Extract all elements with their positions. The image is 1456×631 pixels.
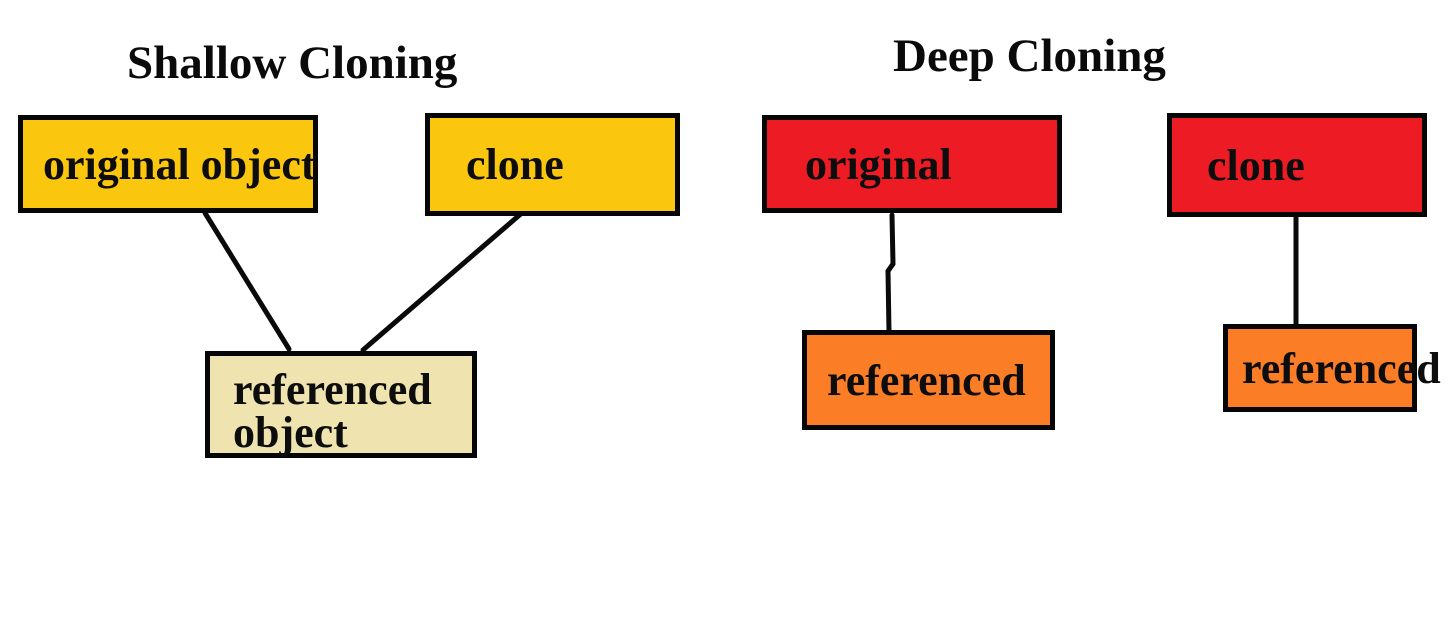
deep-original-label: original — [805, 139, 952, 189]
deep-clone-node: clone — [1167, 113, 1427, 217]
deep-referenced2-label: referenced — [1242, 343, 1441, 393]
shallow-cloning-title: Shallow Cloning — [127, 37, 458, 89]
shallow-clone-node: clone — [425, 113, 680, 216]
shallow-referenced-object-node: referenced object — [205, 351, 477, 458]
deep-cloning-title: Deep Cloning — [893, 30, 1166, 82]
shallow-referenced-label-line2: object — [233, 408, 348, 457]
edge-shallow-original-to-referenced — [202, 210, 292, 352]
deep-referenced-node-original: referenced — [802, 330, 1055, 430]
deep-clone-label: clone — [1207, 140, 1305, 190]
shallow-clone-label: clone — [466, 140, 564, 189]
deep-original-node: original — [762, 115, 1062, 213]
shallow-original-object-label: original object — [43, 139, 316, 189]
shallow-referenced-label-line1: referenced — [233, 365, 432, 414]
shallow-original-object-node: original object — [18, 115, 318, 213]
edge-deep-original-to-referenced — [885, 212, 896, 335]
deep-referenced1-label: referenced — [827, 355, 1026, 405]
deep-referenced-node-clone: referenced — [1223, 324, 1441, 412]
edge-shallow-clone-to-referenced — [360, 209, 526, 353]
